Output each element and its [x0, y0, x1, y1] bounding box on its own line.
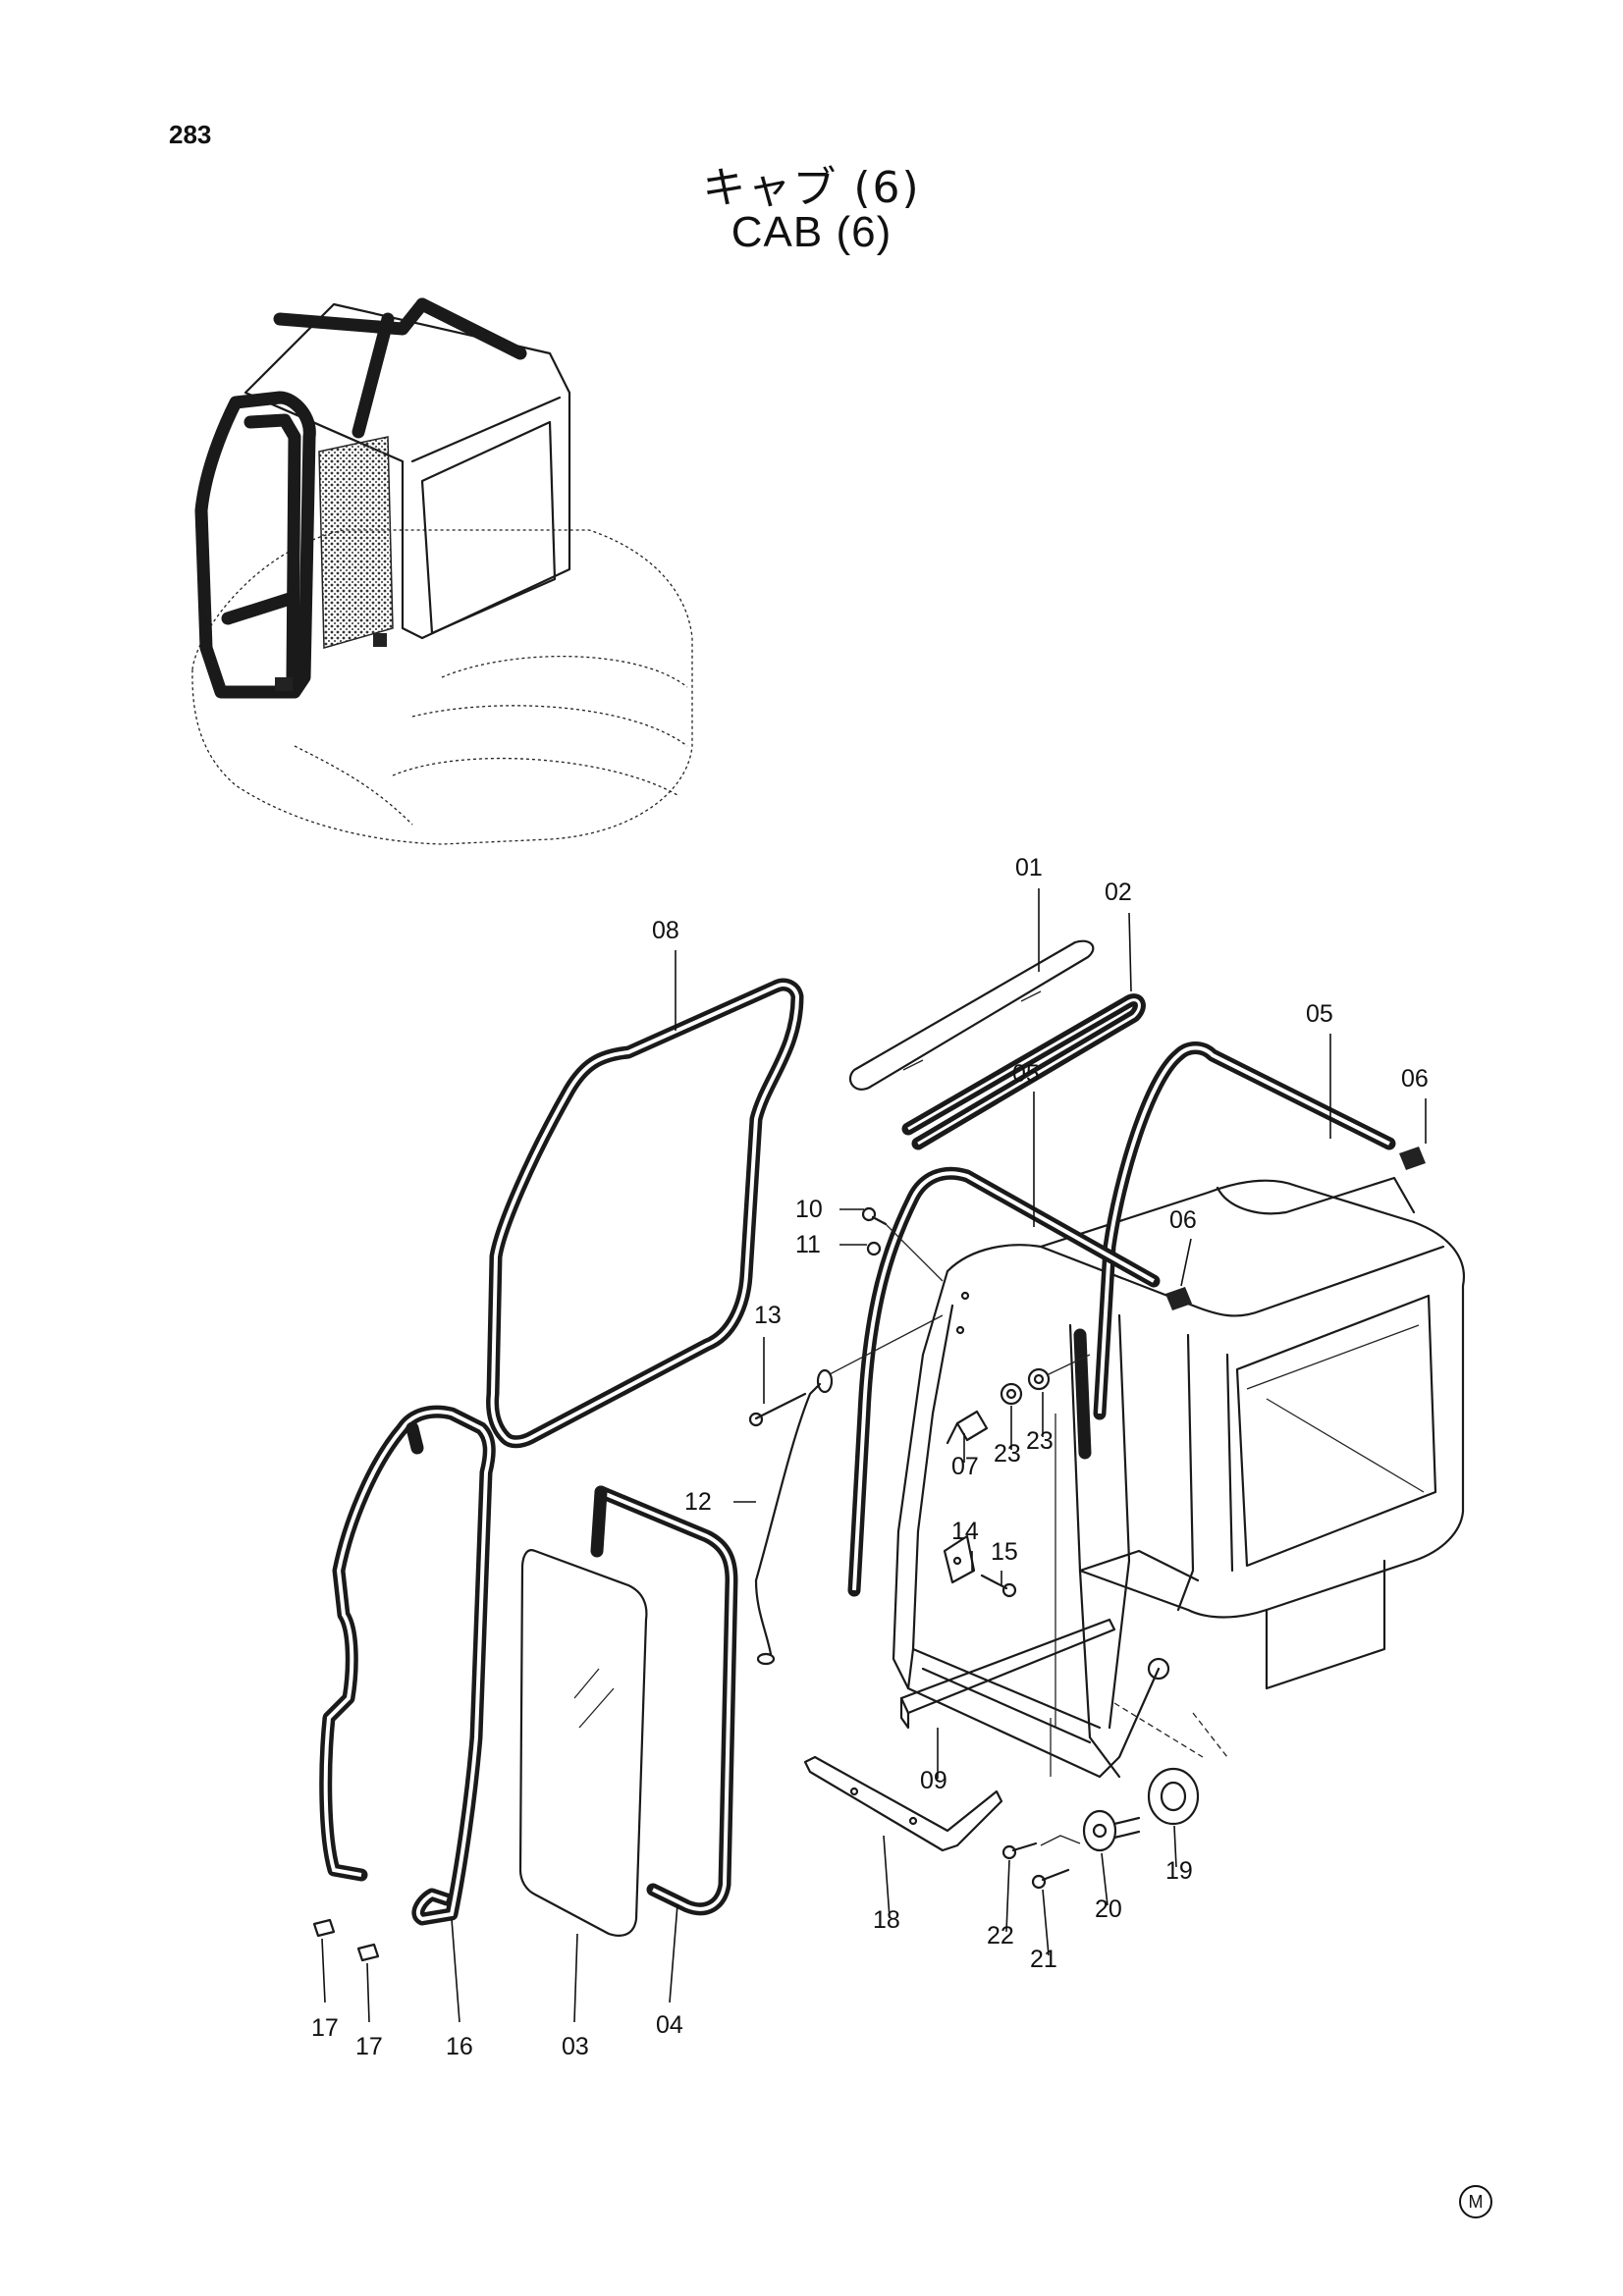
callout-label: 23: [994, 1440, 1021, 1468]
cab-body: [892, 1176, 1465, 1779]
part-05-roof-seal-left: [847, 1166, 1161, 1597]
callout-label: 20: [1095, 1896, 1122, 1923]
callout-label: 21: [1030, 1946, 1057, 1973]
callout-label: 12: [684, 1488, 712, 1516]
part-07-23-stops: [946, 1354, 1091, 1445]
callout-label: 04: [656, 2011, 683, 2039]
part-13-bolt: [748, 1314, 944, 1427]
callout-label: 18: [873, 1906, 900, 1934]
callout-label: 17: [311, 2014, 339, 2042]
callout-label: 17: [355, 2033, 383, 2060]
callout-label: 14: [951, 1518, 979, 1545]
callout-label: 05: [1012, 1060, 1040, 1088]
callout-label: 15: [991, 1538, 1018, 1566]
callout-label: 23: [1026, 1427, 1054, 1455]
part-06-cap: [1165, 1147, 1426, 1310]
callout-label: 11: [795, 1231, 821, 1258]
part-17-cap: [312, 1918, 380, 1962]
callout-labels: 01 02 08 05 06 05 10 11 06 13 07 23 23 1…: [311, 854, 1429, 2060]
callout-label: 08: [652, 917, 679, 944]
callout-label: 16: [446, 2033, 473, 2060]
callout-label: 07: [951, 1453, 979, 1480]
callout-label: 06: [1169, 1206, 1197, 1234]
part-19-22-fittings: [1001, 1702, 1228, 1890]
part-18-bracket: [803, 1755, 1003, 1852]
callout-label: 06: [1401, 1065, 1429, 1093]
part-01-strip: [848, 939, 1095, 1091]
part-16-frame-seal: [319, 1405, 496, 1926]
callout-label: 01: [1015, 854, 1043, 881]
callout-label: 13: [754, 1302, 782, 1329]
part-05-roof-seal-right: [1093, 1041, 1396, 1420]
part-08-door-seal: [486, 978, 804, 1449]
part-09-rail: [899, 1618, 1116, 1730]
title-english: CAB (6): [730, 208, 893, 256]
callout-label: 09: [920, 1767, 947, 1794]
callout-label: 03: [562, 2033, 589, 2060]
part-04-glass-seal: [590, 1485, 738, 1916]
leader-lines: [321, 888, 1427, 2023]
title-japanese: キャブ (6): [702, 163, 921, 213]
part-10-11-fasteners: [861, 1206, 944, 1282]
callout-label: 19: [1165, 1857, 1193, 1885]
footer-mark: M: [1459, 2185, 1492, 2218]
part-03-glass: [518, 1549, 648, 1937]
callout-label: 02: [1105, 879, 1132, 906]
overview-thumbnail: [191, 297, 693, 845]
page-number: 283: [169, 120, 212, 149]
callout-label: 22: [987, 1922, 1014, 1949]
part-14-15-bracket: [943, 1534, 1017, 1598]
callout-label: 05: [1306, 1000, 1333, 1028]
part-12-rod: [754, 1368, 834, 1666]
callout-label: 10: [795, 1196, 823, 1223]
part-02-strip: [901, 993, 1146, 1150]
